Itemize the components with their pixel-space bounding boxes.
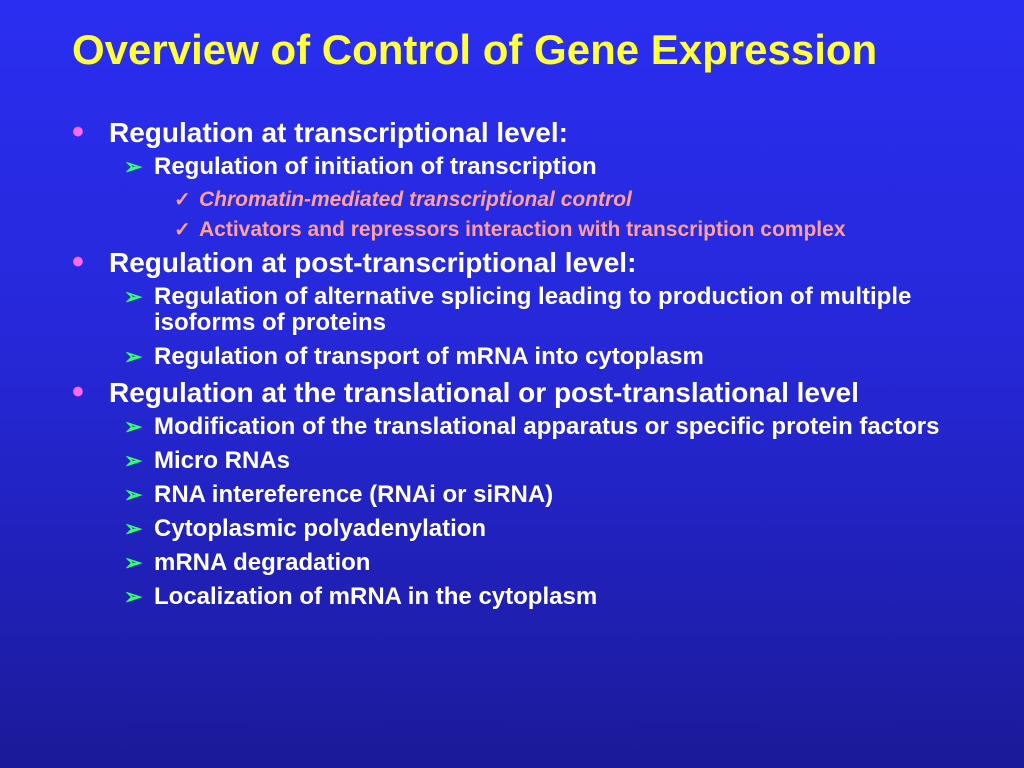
bullet-text: Regulation of transport of mRNA into cyt… <box>154 343 704 370</box>
checkmark-bullet-icon: ✓ <box>174 189 191 211</box>
dot-bullet-icon: • <box>72 373 84 411</box>
bullet-level2: ➢ Cytoplasmic polyadenylation <box>0 516 954 542</box>
bullet-text: Chromatin-mediated transcriptional contr… <box>199 188 632 211</box>
arrowhead-bullet-icon: ➢ <box>124 344 143 369</box>
bullet-text: Regulation at transcriptional level: <box>109 117 568 148</box>
checkmark-bullet-icon: ✓ <box>174 219 191 241</box>
bullet-text: Localization of mRNA in the cytoplasm <box>154 583 598 610</box>
arrowhead-bullet-icon: ➢ <box>124 284 143 309</box>
bullet-level3: ✓ Activators and repressors interaction … <box>0 218 899 242</box>
bullet-text: Activators and repressors interaction wi… <box>199 218 846 241</box>
bullet-level2: ➢ Micro RNAs <box>0 448 954 474</box>
bullet-text: Micro RNAs <box>154 447 291 474</box>
bullet-text: Regulation of initiation of transcriptio… <box>154 153 597 180</box>
dot-bullet-icon: • <box>72 113 84 151</box>
slide-content: • Regulation at transcriptional level: ➢… <box>0 113 1024 618</box>
arrowhead-bullet-icon: ➢ <box>124 584 143 609</box>
arrowhead-bullet-icon: ➢ <box>124 550 143 575</box>
bullet-level2: ➢ Localization of mRNA in the cytoplasm <box>0 584 954 610</box>
bullet-level2: ➢ Regulation of initiation of transcript… <box>0 154 954 180</box>
bullet-level2: ➢ Regulation of transport of mRNA into c… <box>0 344 954 370</box>
bullet-level2: ➢ Modification of the translational appa… <box>0 414 954 440</box>
bullet-level2: ➢ RNA intereference (RNAi or siRNA) <box>0 482 954 508</box>
bullet-level2: ➢ Regulation of alternative splicing lea… <box>0 284 954 336</box>
slide-title: Overview of Control of Gene Expression <box>72 26 878 73</box>
bullet-text: Regulation at post-transcriptional level… <box>109 247 637 278</box>
bullet-text: Modification of the translational appara… <box>154 413 940 440</box>
bullet-text: Regulation of alternative splicing leadi… <box>154 283 912 336</box>
bullet-text: mRNA degradation <box>154 549 371 576</box>
arrowhead-bullet-icon: ➢ <box>124 448 143 473</box>
bullet-level1: • Regulation at transcriptional level: <box>0 113 959 151</box>
arrowhead-bullet-icon: ➢ <box>124 154 143 179</box>
arrowhead-bullet-icon: ➢ <box>124 482 143 507</box>
bullet-level2: ➢ mRNA degradation <box>0 550 954 576</box>
arrowhead-bullet-icon: ➢ <box>124 516 143 541</box>
bullet-text: Cytoplasmic polyadenylation <box>154 515 487 542</box>
bullet-text: RNA intereference (RNAi or siRNA) <box>154 481 554 508</box>
dot-bullet-icon: • <box>72 243 84 281</box>
arrowhead-bullet-icon: ➢ <box>124 414 143 439</box>
bullet-level1: • Regulation at post-transcriptional lev… <box>0 243 959 281</box>
bullet-level3: ✓ Chromatin-mediated transcriptional con… <box>0 188 899 212</box>
bullet-text: Regulation at the translational or post-… <box>109 377 859 408</box>
bullet-level1: • Regulation at the translational or pos… <box>0 373 959 411</box>
